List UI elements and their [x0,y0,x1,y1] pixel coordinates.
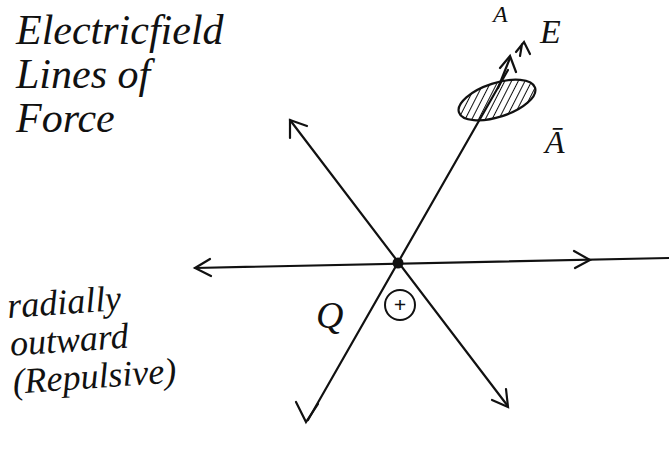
field-line [290,120,507,405]
charge-sign-circle: + [384,289,416,321]
area-element [454,71,541,128]
charge-dot [393,258,404,269]
arrowhead [290,120,307,138]
vector-label: A [493,2,523,27]
arrowhead [500,56,516,72]
arrowhead [195,259,211,276]
field-arrow [516,42,530,56]
heading-text: Electricfield Lines of Force [16,8,256,140]
vector-label: Ā [545,126,585,160]
arrowhead [296,402,318,422]
note-text: radially outward (Repulsive) [6,274,218,401]
charge-label: Q [316,296,350,336]
arrowhead [574,251,590,268]
arrowhead [492,389,508,407]
field-label: E [540,14,580,50]
field-line [195,258,669,268]
charge-sign: + [394,294,407,316]
